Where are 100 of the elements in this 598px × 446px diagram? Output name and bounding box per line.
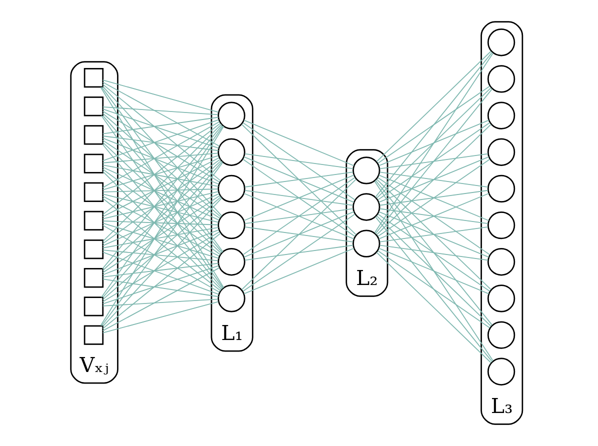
connector: [374, 88, 492, 234]
connector: [102, 232, 221, 329]
node-circle: [217, 211, 245, 240]
node-circle: [217, 102, 245, 130]
connector: [102, 110, 220, 183]
connector: [242, 248, 354, 294]
connector: [378, 211, 489, 258]
connector: [376, 86, 490, 164]
connector: [244, 172, 353, 188]
connector: [376, 214, 490, 292]
node-circle: [217, 174, 245, 203]
connector: [102, 231, 220, 302]
connector: [102, 196, 220, 257]
connector: [102, 220, 218, 226]
connector: [378, 226, 488, 242]
connector: [376, 252, 491, 364]
connector: [378, 153, 488, 170]
node-circle: [352, 193, 380, 221]
connector: [100, 162, 223, 326]
connector: [242, 158, 355, 237]
connector: [378, 172, 488, 188]
connector: [374, 52, 492, 198]
connector: [102, 86, 222, 216]
connector: [102, 158, 220, 244]
connector: [102, 142, 222, 254]
connector: [102, 138, 219, 185]
connector: [376, 50, 491, 162]
connector: [378, 208, 488, 224]
connector: [242, 192, 354, 240]
node-circle: [486, 28, 515, 56]
connector: [242, 177, 355, 256]
connector: [378, 248, 489, 294]
connector: [100, 126, 224, 326]
connector: [374, 52, 493, 234]
node-circle: [486, 65, 515, 93]
connector: [102, 265, 219, 304]
node-circle: [217, 138, 245, 166]
node-box: [83, 96, 104, 116]
connector: [242, 174, 354, 222]
connector: [102, 267, 220, 332]
node-circle: [486, 321, 515, 349]
connector: [376, 250, 490, 328]
connector: [102, 82, 220, 147]
connector: [102, 157, 220, 218]
connector: [244, 153, 353, 170]
node-box: [83, 325, 104, 345]
node-box: [83, 125, 104, 145]
connector: [244, 208, 353, 224]
connector: [102, 278, 218, 298]
connector: [102, 195, 220, 274]
connector: [376, 178, 491, 290]
connector: [242, 214, 355, 292]
connector: [374, 180, 493, 362]
connector: [102, 84, 221, 182]
connector: [102, 197, 222, 327]
connector: [374, 180, 492, 326]
connector: [102, 144, 222, 290]
connector: [102, 108, 219, 149]
connector: [102, 188, 218, 192]
connector: [242, 211, 354, 258]
connector: [378, 174, 489, 222]
node-circle: [486, 138, 515, 166]
connector: [240, 178, 356, 290]
connector: [102, 250, 218, 262]
connector: [102, 226, 218, 248]
node-circle: [352, 230, 380, 258]
connector: [102, 136, 218, 152]
connector: [102, 152, 218, 164]
connector: [102, 262, 218, 278]
connector: [102, 229, 219, 276]
connector: [102, 116, 218, 134]
connector: [102, 160, 222, 271]
connector: [376, 124, 491, 236]
connector: [376, 177, 490, 256]
node-box: [83, 296, 104, 316]
connector: [102, 155, 218, 190]
connector: [100, 86, 224, 288]
node-circle: [486, 358, 515, 386]
connector: [100, 86, 223, 252]
connector: [378, 120, 489, 166]
connector: [378, 192, 489, 240]
connector: [244, 226, 353, 242]
node-circle: [217, 284, 245, 312]
connector: [102, 106, 218, 116]
connector: [244, 244, 353, 261]
connector: [376, 122, 490, 200]
connector: [102, 164, 218, 187]
connector: [102, 168, 220, 256]
connector: [102, 140, 220, 219]
connector: [376, 87, 491, 199]
connector: [378, 156, 489, 203]
connector: [102, 224, 220, 293]
connector: [378, 190, 488, 206]
node-circle: [486, 248, 515, 276]
cluster: L₁: [210, 94, 253, 352]
connector: [374, 216, 492, 362]
connector: [102, 119, 219, 162]
node-box: [83, 68, 104, 88]
connector: [102, 252, 219, 295]
connector: [242, 156, 354, 203]
